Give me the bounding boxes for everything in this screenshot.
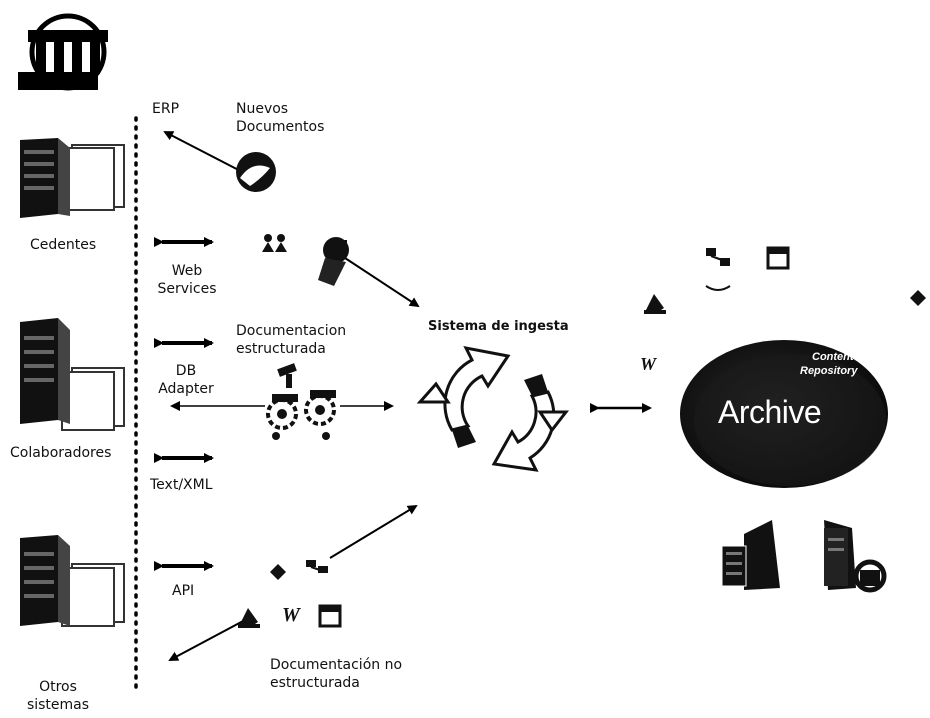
new-documents-disc-icon bbox=[236, 152, 276, 192]
web-services-label: Web Services bbox=[152, 262, 222, 298]
archive-label: Archive bbox=[718, 394, 822, 430]
flow-doc-icon-top bbox=[705, 248, 731, 291]
new-documents-label: Nuevos Documentos bbox=[236, 100, 324, 136]
people-icon bbox=[262, 234, 287, 252]
nuevos-line2: Documentos bbox=[236, 119, 325, 135]
source-cedentes-label: Cedentes bbox=[30, 237, 97, 253]
db-line1: DB bbox=[175, 363, 197, 379]
web-line2: Services bbox=[157, 281, 217, 297]
web-services-robot-icon bbox=[318, 237, 349, 286]
no-estructurada-line2: estructurada bbox=[270, 675, 360, 691]
word-doc-icon-bottom: W bbox=[282, 604, 300, 626]
drawing-doc-icon-top bbox=[644, 294, 666, 314]
source-otros-sistemas-label: Otros sistemas bbox=[26, 678, 90, 714]
text-xml-label: Text/XML bbox=[150, 477, 213, 493]
repository-server-icon-left bbox=[721, 520, 780, 590]
content-repository-ellipse bbox=[680, 340, 888, 488]
source-colaboradores-label: Colaboradores bbox=[10, 445, 112, 461]
unstructured-docs-label: Documentación no estructurada bbox=[270, 656, 402, 692]
web-to-ingesta-arrow bbox=[344, 257, 420, 308]
structured-docs-gears-icon bbox=[266, 363, 336, 440]
estructurada-line2: estructurada bbox=[236, 341, 326, 357]
unstructured-to-ingesta-arrow bbox=[329, 504, 418, 559]
content-label: Content bbox=[812, 351, 854, 363]
repository-server-icon-right bbox=[824, 520, 887, 593]
window-doc-icon-bottom bbox=[318, 604, 342, 628]
db-line2: Adapter bbox=[158, 381, 214, 397]
server-icon-otros-sistemas bbox=[20, 535, 125, 627]
diamond-doc-icon-right bbox=[910, 290, 926, 306]
web-line1: Web bbox=[171, 263, 203, 279]
server-icon-cedentes bbox=[20, 138, 125, 218]
ingest-system-title: Sistema de ingesta bbox=[428, 319, 569, 334]
repository-label: Repository bbox=[800, 365, 858, 377]
company-logo-icon bbox=[18, 13, 108, 91]
api-label: API bbox=[172, 583, 195, 599]
estructurada-line1: Documentacion bbox=[236, 323, 347, 339]
drawing-doc-icon-bottom bbox=[238, 608, 260, 628]
ingest-cycle-icon bbox=[416, 345, 570, 472]
api-flow-arrow bbox=[168, 619, 246, 661]
word-doc-icon-top: W bbox=[640, 354, 657, 374]
diamond-doc-icon bbox=[270, 564, 286, 580]
structured-docs-label: Documentacion estructurada bbox=[236, 322, 346, 358]
flow-doc-icon-bottom bbox=[306, 560, 328, 573]
server-icon-colaboradores bbox=[20, 318, 125, 431]
erp-label: ERP bbox=[152, 101, 180, 117]
otros-line2: sistemas bbox=[26, 697, 90, 713]
db-adapter-label: DB Adapter bbox=[150, 362, 222, 398]
otros-line1: Otros bbox=[39, 679, 77, 695]
window-doc-icon-top bbox=[766, 246, 790, 270]
nuevos-line1: Nuevos bbox=[236, 101, 289, 117]
no-estructurada-line1: Documentación no bbox=[270, 657, 403, 673]
